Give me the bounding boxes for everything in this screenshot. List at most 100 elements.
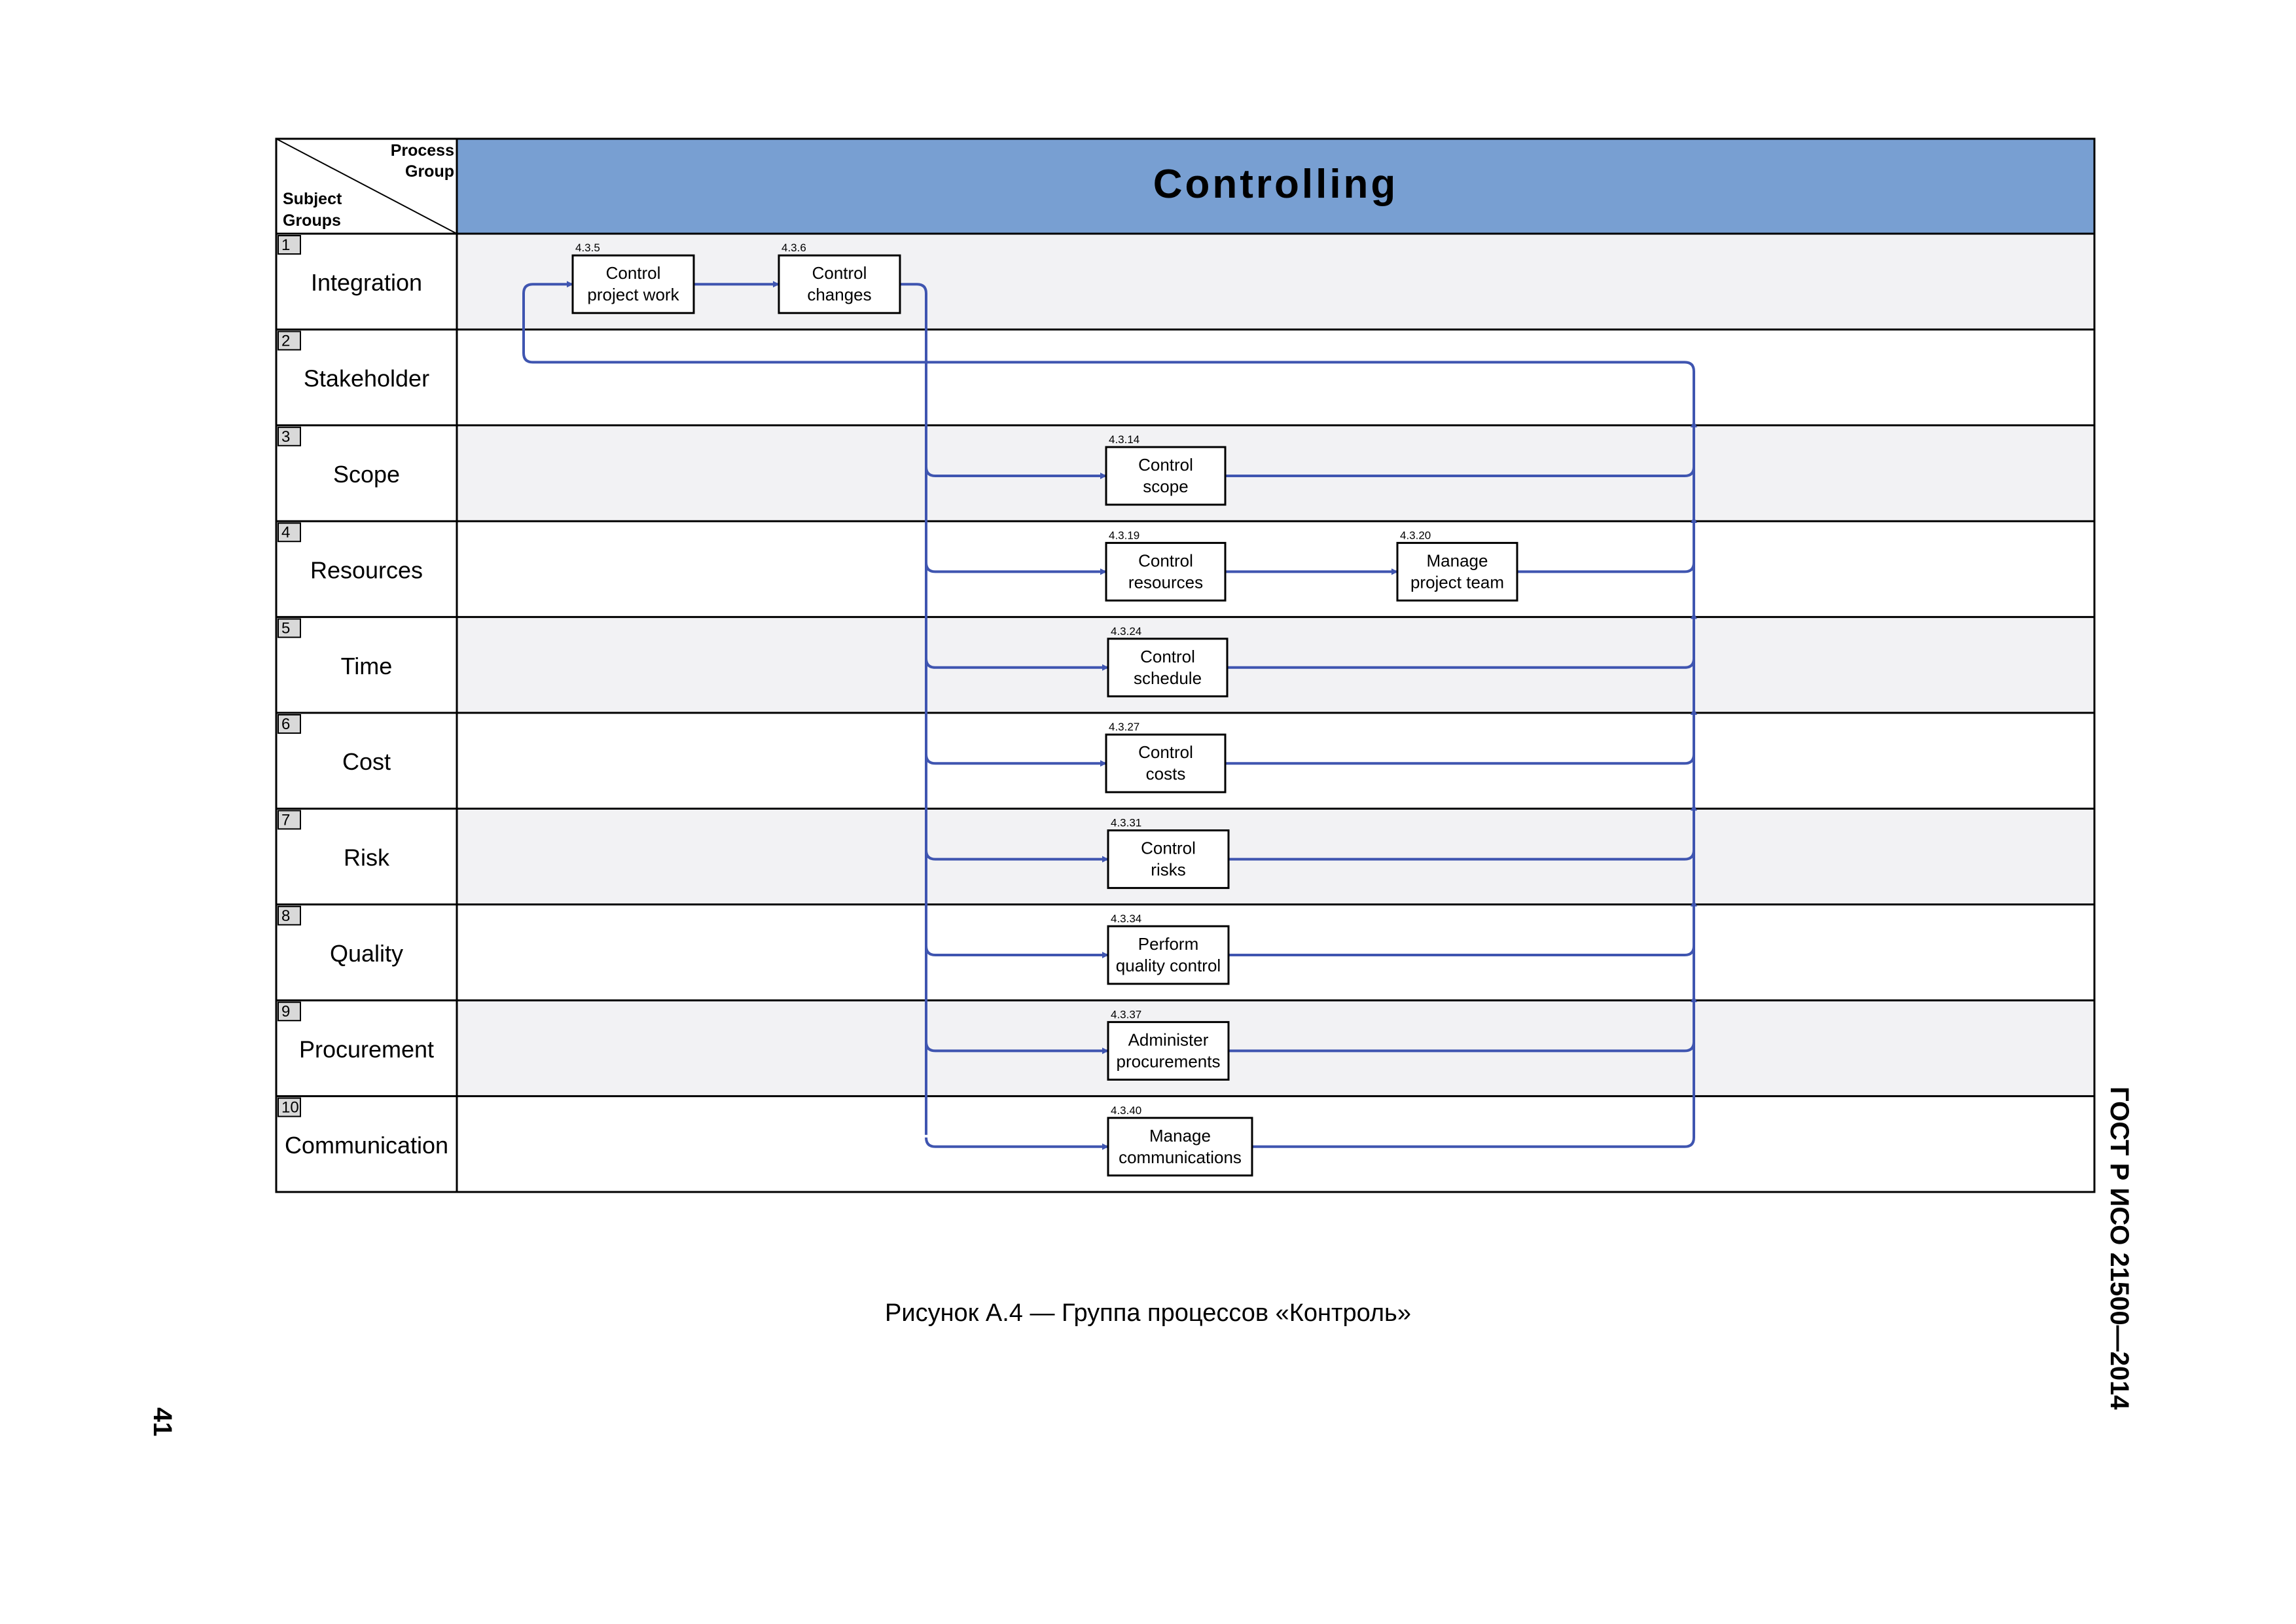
process-box bbox=[778, 254, 901, 314]
subject-group-label: Integration bbox=[311, 269, 422, 296]
process-id: 4.3.6 bbox=[781, 242, 806, 254]
process-id: 4.3.34 bbox=[1111, 912, 1141, 925]
row-number-tag bbox=[278, 1001, 301, 1022]
process-group-label: Group bbox=[405, 162, 454, 181]
process-name: costs bbox=[1146, 764, 1186, 784]
process-name: Control bbox=[1140, 647, 1195, 666]
subject-group-label: Stakeholder bbox=[304, 365, 429, 392]
row-number: 2 bbox=[281, 332, 290, 350]
branch-line bbox=[925, 466, 1107, 479]
process-id: 4.3.40 bbox=[1111, 1104, 1141, 1117]
branch-line bbox=[925, 850, 1109, 863]
process-id: 4.3.14 bbox=[1109, 433, 1139, 446]
process-group-label: Process bbox=[391, 141, 454, 160]
subject-group-label: Time bbox=[341, 653, 393, 679]
row-band bbox=[457, 1096, 2094, 1192]
row-number: 9 bbox=[281, 1003, 290, 1020]
row-band bbox=[457, 904, 2094, 1001]
row-number-tag bbox=[278, 522, 301, 543]
process-name: resources bbox=[1128, 572, 1203, 592]
row-number: 7 bbox=[281, 811, 290, 829]
process-name: procurements bbox=[1117, 1051, 1221, 1071]
branch-line bbox=[925, 754, 1107, 767]
process-name: Control bbox=[1138, 742, 1193, 762]
process-name: communications bbox=[1119, 1147, 1242, 1167]
process-name: risks bbox=[1151, 860, 1185, 880]
process-box bbox=[1107, 829, 1230, 890]
process-id: 4.3.37 bbox=[1111, 1008, 1141, 1020]
branch-line bbox=[925, 658, 1109, 671]
subject-group-label: Resources bbox=[310, 556, 423, 583]
document-code: ГОСТ Р ИСО 21500—2014 bbox=[2105, 1087, 2134, 1410]
row-number-tag bbox=[278, 618, 301, 638]
row-number-tag bbox=[278, 714, 301, 734]
row-number: 6 bbox=[281, 715, 290, 733]
row-number: 8 bbox=[281, 907, 290, 925]
branch-line bbox=[925, 1041, 1109, 1055]
process-box bbox=[1105, 541, 1227, 602]
process-box bbox=[1105, 446, 1227, 506]
row-number: 5 bbox=[281, 620, 290, 638]
row-number: 4 bbox=[281, 524, 290, 541]
process-name: quality control bbox=[1116, 956, 1221, 975]
subject-group-label: Risk bbox=[344, 844, 390, 871]
process-name: project team bbox=[1410, 572, 1504, 592]
process-id: 4.3.20 bbox=[1400, 529, 1431, 541]
branch-line bbox=[925, 1137, 1109, 1150]
feedback-loop bbox=[522, 281, 1695, 432]
subject-group-label: Cost bbox=[342, 748, 391, 775]
row-number: 1 bbox=[281, 236, 290, 254]
process-box bbox=[1107, 638, 1229, 698]
row-band bbox=[457, 425, 2094, 522]
row-number-tag bbox=[278, 1097, 301, 1117]
row-number-tag bbox=[278, 810, 301, 830]
row-number: 10 bbox=[281, 1099, 299, 1117]
process-id: 4.3.27 bbox=[1109, 721, 1139, 733]
subject-groups-label: Subject bbox=[283, 190, 342, 208]
process-name: Control bbox=[1138, 455, 1193, 475]
row-number: 3 bbox=[281, 428, 290, 446]
process-name: changes bbox=[807, 285, 871, 304]
row-number-tag bbox=[278, 426, 301, 446]
row-band bbox=[457, 617, 2094, 713]
process-name: Perform bbox=[1138, 934, 1198, 954]
return-line bbox=[1252, 1096, 1695, 1148]
process-name: Manage bbox=[1427, 550, 1488, 570]
process-box bbox=[1107, 1020, 1230, 1081]
row-number-tag bbox=[278, 235, 301, 255]
page-number: 41 bbox=[148, 1407, 177, 1437]
process-name: project work bbox=[587, 285, 679, 304]
process-name: Manage bbox=[1149, 1126, 1211, 1146]
header-title: Controlling bbox=[1153, 162, 1399, 207]
process-box bbox=[1107, 1117, 1253, 1177]
row-backgrounds bbox=[276, 232, 2094, 1193]
trunk-line bbox=[900, 283, 927, 1135]
process-box bbox=[571, 254, 695, 314]
process-id: 4.3.19 bbox=[1109, 529, 1139, 541]
process-box bbox=[1396, 541, 1518, 602]
row-band bbox=[457, 234, 2094, 330]
subject-group-label: Scope bbox=[333, 461, 400, 488]
subject-group-label: Procurement bbox=[299, 1036, 434, 1062]
process-name: scope bbox=[1143, 477, 1188, 496]
outer-frame bbox=[275, 137, 2096, 1193]
corner-diagonal bbox=[276, 138, 457, 234]
row-number-tag bbox=[278, 905, 301, 926]
process-box bbox=[1107, 925, 1230, 985]
process-name: Control bbox=[606, 263, 661, 283]
row-number-tag bbox=[278, 331, 301, 351]
row-band bbox=[457, 808, 2094, 905]
subject-group-label: Communication bbox=[285, 1132, 448, 1159]
process-name: schedule bbox=[1134, 668, 1202, 688]
process-id: 4.3.24 bbox=[1111, 625, 1141, 638]
process-name: Control bbox=[1138, 550, 1193, 570]
row-band bbox=[457, 713, 2094, 809]
subject-groups-label: Groups bbox=[283, 211, 341, 230]
branch-line bbox=[925, 945, 1109, 958]
process-id: 4.3.5 bbox=[575, 242, 600, 254]
branch-line bbox=[925, 562, 1107, 575]
